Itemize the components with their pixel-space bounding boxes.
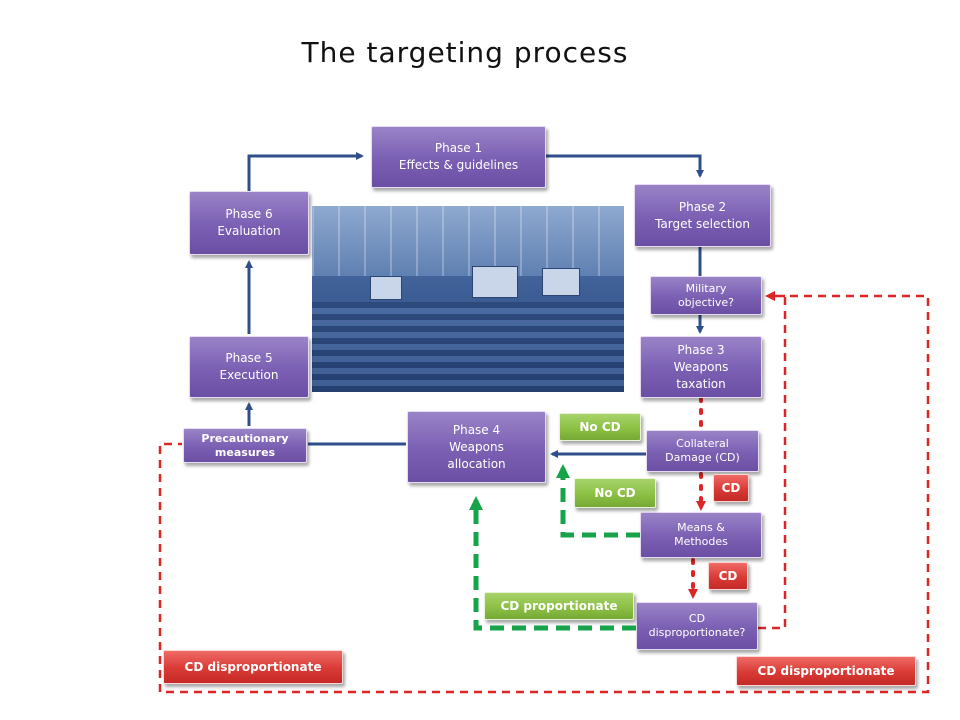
operations-room-photo — [312, 206, 624, 392]
phase-5-desc: Execution — [219, 368, 279, 382]
cd-disproportionate-q-line1: CD — [688, 612, 706, 625]
phase-6-box: Phase 6 Evaluation — [189, 191, 309, 255]
means-methodes-line2: Methodes — [674, 535, 728, 548]
military-objective-line1: Military — [685, 281, 727, 295]
cd-disproportionate-label-right: CD disproportionate — [736, 656, 916, 686]
phase-5-label: Phase 5 — [225, 351, 273, 365]
phase-4-box: Phase 4 Weapons allocation — [407, 411, 546, 483]
military-objective-line2: objective? — [677, 295, 735, 309]
green-dashed-paths — [469, 464, 640, 631]
diagram-title: The targeting process — [301, 36, 629, 69]
phase-1-box: Phase 1 Effects & guidelines — [371, 126, 546, 188]
phase-6-desc: Evaluation — [217, 224, 281, 238]
military-objective-box: Military objective? — [650, 276, 762, 315]
no-cd-label-top: No CD — [559, 413, 641, 441]
phase-4-label: Phase 4 — [452, 422, 501, 437]
phase-5-box: Phase 5 Execution — [189, 336, 309, 398]
precautionary-line2: measures — [214, 445, 276, 459]
collateral-damage-line2: Damage (CD) — [665, 451, 740, 464]
phase-3-desc-1: Weapons — [673, 359, 729, 374]
precautionary-line1: Precautionary — [201, 431, 289, 445]
cd-label-1: CD — [713, 474, 749, 502]
phase-4-desc-1: Weapons — [449, 439, 504, 454]
no-cd-label-bottom: No CD — [574, 478, 656, 508]
phase-6-label: Phase 6 — [225, 207, 273, 221]
phase-1-label: Phase 1 — [434, 141, 483, 155]
path-proportionate-to-p4 — [469, 496, 636, 631]
phase-3-box: Phase 3 Weapons taxation — [640, 336, 762, 398]
collateral-damage-box: Collateral Damage (CD) — [646, 430, 759, 472]
path-nocd-to-p4 — [556, 464, 640, 538]
cd-disproportionate-q-line2: disproportionate? — [648, 626, 746, 639]
phase-3-desc-2: taxation — [676, 376, 726, 391]
arrow-p6-to-p1 — [247, 152, 364, 191]
phase-2-label: Phase 2 — [678, 199, 727, 214]
collateral-damage-line1: Collateral — [676, 437, 729, 450]
cd-disproportionate-question-box: CD disproportionate? — [636, 602, 758, 650]
precautionary-measures-box: Precautionary measures — [183, 428, 307, 463]
means-methodes-box: Means & Methodes — [640, 512, 762, 558]
arrow-p1-to-p2 — [546, 154, 704, 178]
main-flow-arrows — [245, 152, 704, 458]
cd-proportionate-label: CD proportionate — [484, 592, 634, 620]
phase-1-desc: Effects & guidelines — [398, 158, 519, 172]
means-methodes-line1: Means & — [677, 521, 725, 534]
loop-disp-to-military — [158, 294, 930, 694]
red-dashed-loops — [158, 291, 930, 694]
phase-4-desc-2: allocation — [447, 456, 506, 471]
cd-label-2: CD — [708, 562, 748, 590]
phase-2-desc: Target selection — [655, 216, 750, 231]
phase-3-label: Phase 3 — [677, 342, 725, 357]
cd-disproportionate-label-left: CD disproportionate — [163, 650, 343, 684]
red-dotted-chain — [688, 396, 706, 599]
phase-2-box: Phase 2 Target selection — [634, 184, 771, 247]
